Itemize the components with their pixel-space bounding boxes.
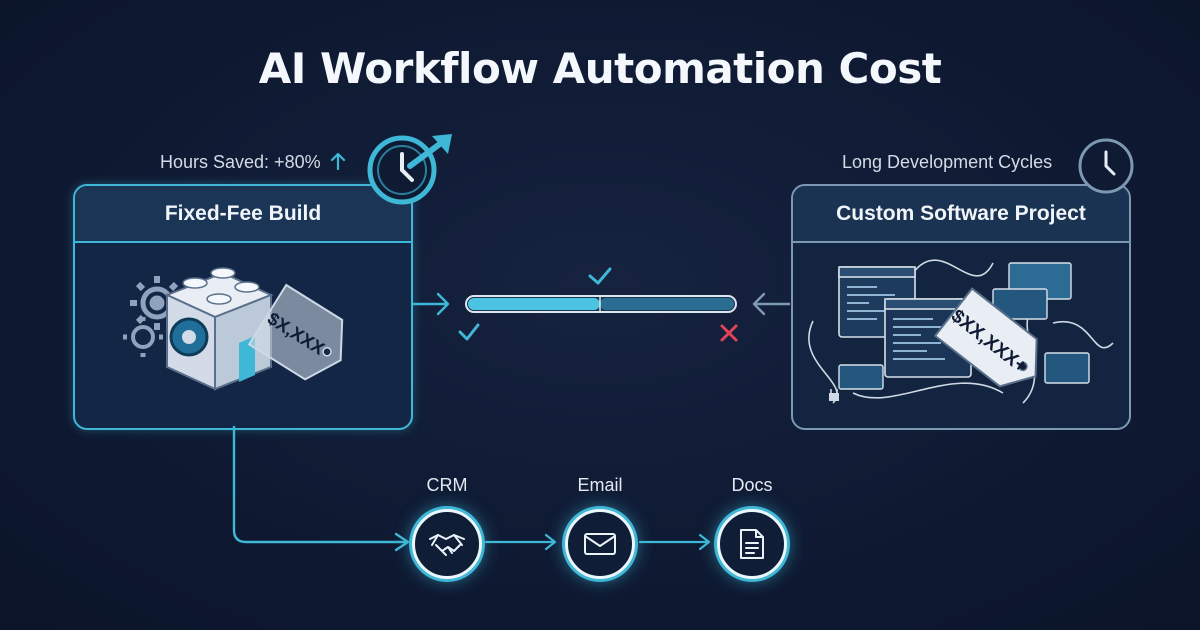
building-block-cube bbox=[164, 267, 274, 391]
gear-icon bbox=[169, 317, 209, 357]
clock-arrow-icon bbox=[367, 134, 452, 205]
flow-step-email: Email bbox=[540, 475, 660, 579]
flow-step-label: CRM bbox=[426, 475, 468, 495]
check-icon bbox=[588, 267, 612, 285]
building-blocks-illustration: $X,XXX bbox=[123, 267, 344, 391]
flow-step-label: Email bbox=[577, 475, 623, 495]
docs-node bbox=[717, 509, 787, 579]
envelope-icon bbox=[584, 533, 616, 555]
document-icon bbox=[740, 529, 764, 559]
fixed-fee-build-card: Fixed-Fee Build bbox=[73, 184, 413, 430]
hours-saved-note: Hours Saved: +80% bbox=[160, 152, 346, 173]
arrow-right-icon bbox=[638, 533, 711, 551]
fixed-fee-build-header: Fixed-Fee Build bbox=[75, 186, 411, 243]
flow-arrows bbox=[484, 533, 711, 551]
clock-icon bbox=[1078, 138, 1134, 194]
handshake-icon bbox=[429, 534, 465, 556]
email-node bbox=[565, 509, 635, 579]
flow-step-label: Docs bbox=[731, 475, 773, 495]
price-tag: $X,XXX bbox=[247, 283, 344, 381]
comparison-bar-graphic bbox=[410, 267, 790, 342]
flow-step-docs: Docs bbox=[692, 475, 812, 579]
arrow-up-icon bbox=[326, 152, 346, 172]
check-icon bbox=[458, 323, 480, 341]
page-title: AI Workflow Automation Cost bbox=[258, 44, 942, 93]
gear-icon bbox=[123, 317, 163, 357]
cross-icon bbox=[720, 324, 738, 342]
arrow-left-icon bbox=[752, 292, 790, 316]
crm-node bbox=[412, 509, 482, 579]
custom-software-header: Custom Software Project bbox=[793, 186, 1129, 243]
hours-saved-text: Hours Saved: +80% bbox=[160, 152, 321, 172]
tangled-code-illustration: $XX,XXX+ bbox=[808, 259, 1114, 404]
flow-connector-line bbox=[232, 426, 410, 552]
development-cycles-note: Long Development Cycles bbox=[842, 152, 1053, 172]
custom-software-card: Custom Software Project bbox=[791, 184, 1131, 430]
flow-step-crm: CRM bbox=[387, 475, 507, 579]
arrow-right-icon bbox=[410, 292, 450, 316]
arrow-right-icon bbox=[484, 533, 557, 551]
plug-icon bbox=[829, 389, 839, 401]
